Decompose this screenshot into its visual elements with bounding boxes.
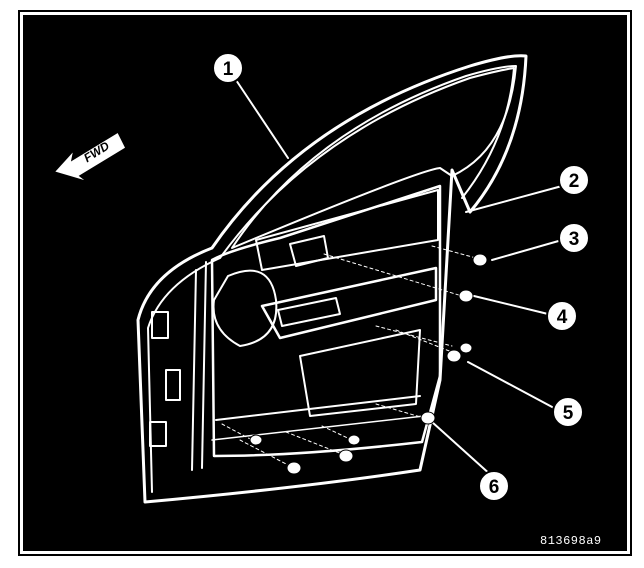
trim-bottom-edge (211, 415, 425, 441)
switch-bezel (277, 297, 341, 327)
map-pocket (299, 329, 421, 417)
hinge-upper (151, 311, 169, 339)
callout-circle-1 (212, 52, 244, 84)
screw-3 (472, 253, 488, 267)
callout-number-1: 1 (223, 59, 234, 80)
fastener-path-5b (395, 329, 463, 357)
lower-trim-line (215, 395, 421, 421)
fastener-path-4 (323, 253, 463, 297)
callout-circle-4 (546, 300, 578, 332)
callout-number-6: 6 (489, 477, 500, 498)
callout-circle-5 (552, 396, 584, 428)
screw-4 (458, 289, 474, 303)
callout-number-2: 2 (569, 171, 580, 192)
pin-lower-d (347, 434, 361, 446)
leader-2 (465, 185, 563, 213)
callouts: 1 2 3 4 5 6 (212, 52, 590, 502)
pin-lower-b (286, 461, 302, 475)
diagram-frame (18, 10, 632, 556)
fastener-path-lower-c (285, 431, 343, 455)
fwd-arrow: FWD (52, 130, 127, 183)
armrest (260, 266, 438, 340)
callout-number-4: 4 (557, 307, 568, 328)
callout-circle-2 (558, 164, 590, 196)
pin-lower-a (249, 434, 263, 446)
speaker-grille (212, 269, 278, 347)
leader-5 (467, 361, 555, 409)
trim-panel (210, 184, 442, 458)
fastener-path-5a (375, 325, 453, 347)
fastener-path-lower-d (321, 425, 353, 441)
door-outline (136, 54, 528, 504)
fastener-path-lower-a (221, 423, 253, 441)
figure-id-label: 813698a9 (540, 534, 602, 548)
callout-circle-3 (558, 222, 590, 254)
screw-5a (446, 349, 462, 363)
callout-number-5: 5 (563, 403, 574, 424)
leader-1 (235, 79, 289, 159)
window-frame (231, 65, 517, 249)
hinge-lower (149, 421, 167, 447)
pin-lower-c (338, 449, 354, 463)
hinge-latch (165, 369, 181, 401)
leader-4 (473, 295, 549, 315)
leader-3 (491, 239, 563, 261)
fastener-path-3 (431, 245, 477, 259)
fastener-path-lower-b (239, 439, 291, 467)
door-handle-bezel (289, 235, 329, 267)
callout-number-3: 3 (569, 229, 580, 250)
leader-6 (431, 421, 493, 477)
callout-circle-6 (478, 470, 510, 502)
fastener-path-6 (375, 403, 425, 419)
hinge-edge (191, 261, 207, 471)
pin-6 (420, 411, 436, 425)
trim-upper-bolster (255, 189, 439, 271)
screw-5b (459, 342, 473, 354)
